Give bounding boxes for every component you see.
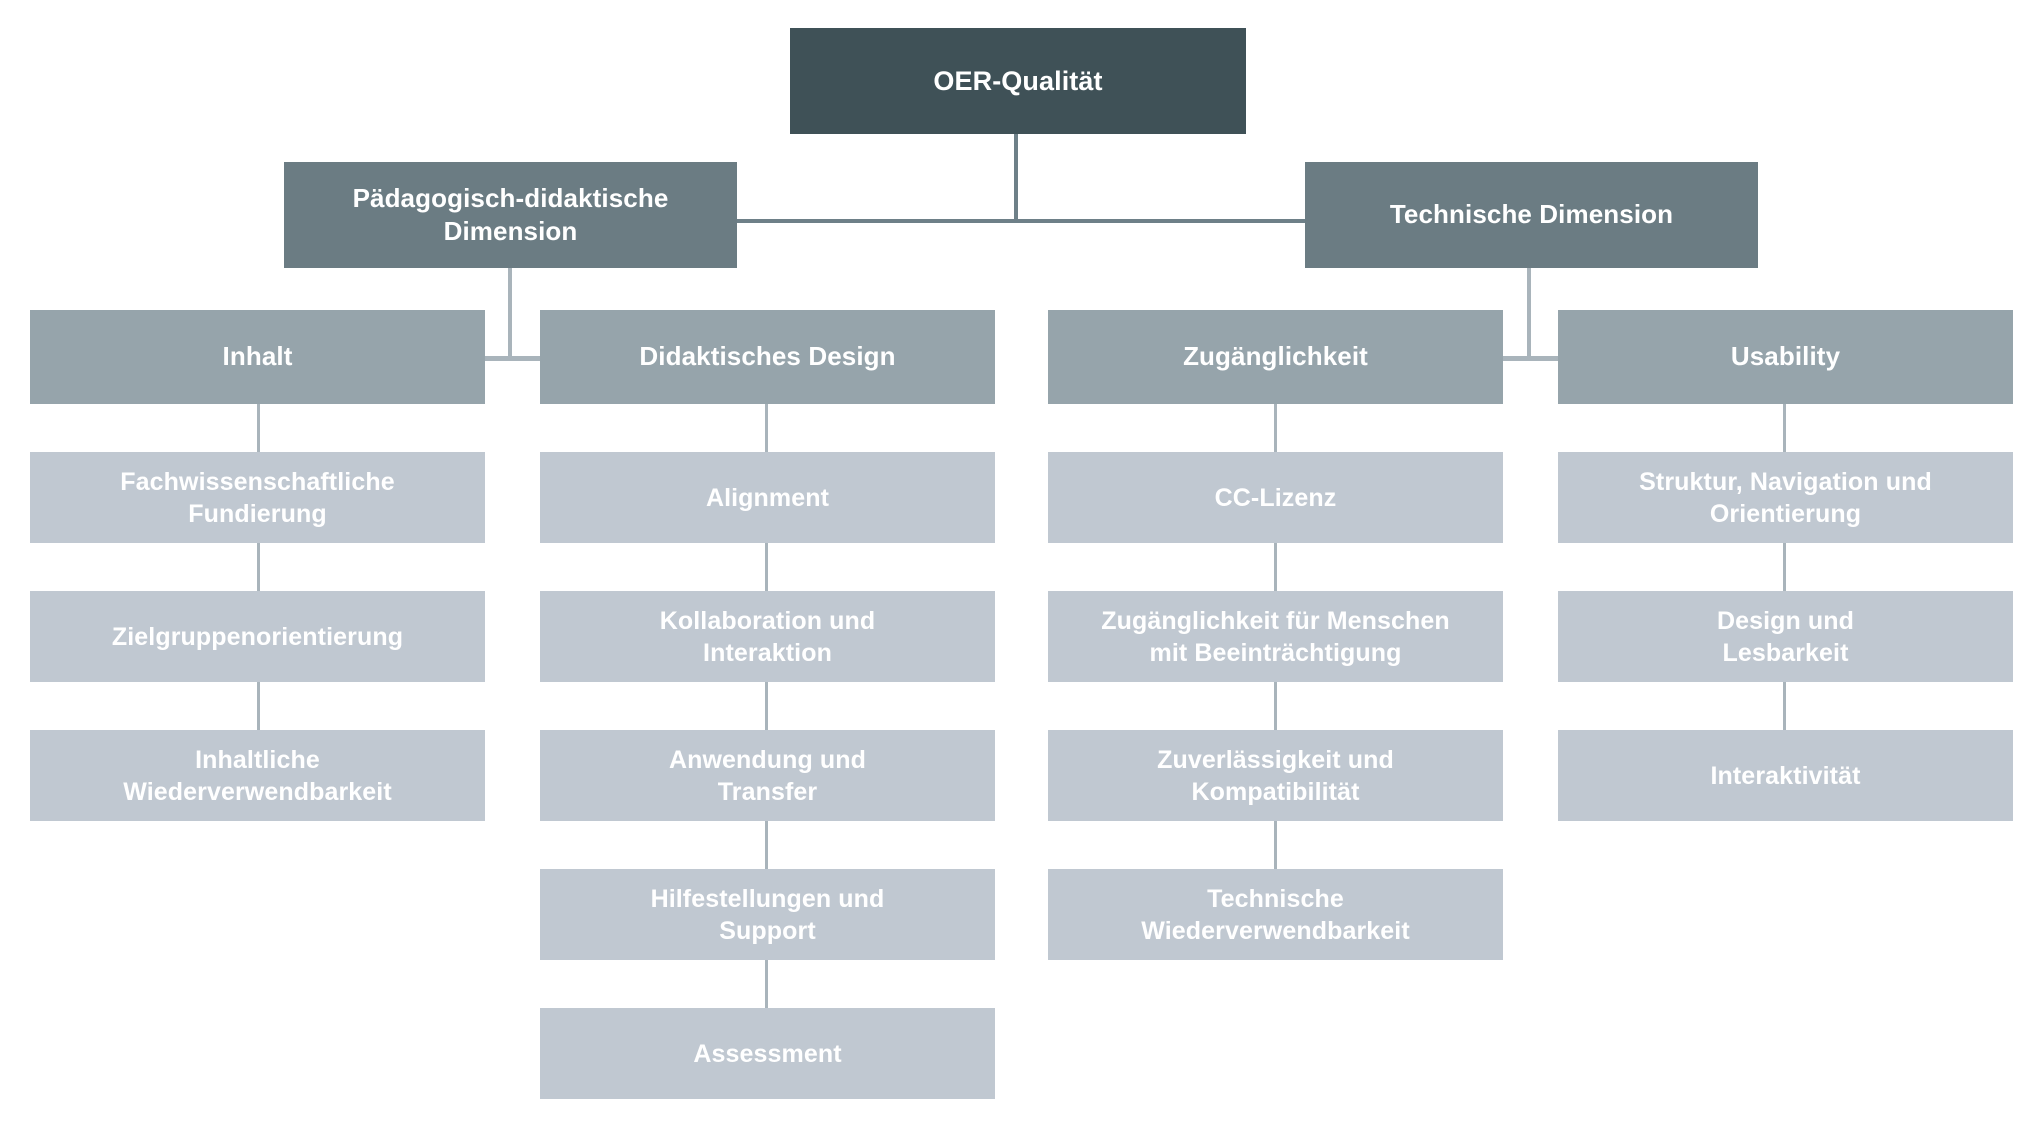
node-criterion-cc-lizenz[interactable]: CC-Lizenz [1048,452,1503,543]
node-criterion-design-und-lesbarkeit[interactable]: Design und Lesbarkeit [1558,591,2013,682]
connector-inhalt-2 [257,543,260,591]
connector-didaktik-2 [765,543,768,591]
node-criterion-zielgruppenorientierung-label: Zielgruppenorientierung [111,622,404,651]
node-category-inhalt-label: Inhalt [222,341,293,372]
node-criterion-struktur-navigation-orientierung-label: Struktur, Navigation und Orientierung [1639,467,1932,528]
node-technische-dimension-label: Technische Dimension [1389,199,1674,230]
connector-usability-3 [1783,682,1786,730]
node-criterion-inhaltliche-wiederverwendbarkeit[interactable]: Inhaltliche Wiederverwendbarkeit [30,730,485,821]
node-criterion-inhaltliche-wiederverwendbarkeit-label: Inhaltliche Wiederverwendbarkeit [123,745,392,806]
node-criterion-technische-wiederverwendbarkeit[interactable]: Technische Wiederverwendbarkeit [1048,869,1503,960]
node-category-zugaenglichkeit-label: Zugänglichkeit [1183,341,1368,372]
node-category-didaktisches-design-label: Didaktisches Design [639,341,896,372]
node-oer-qualitaet[interactable]: OER-Qualität [790,28,1246,134]
node-criterion-zugaenglichkeit-beeintraechtigung-label: Zugänglichkeit für Menschen mit Beeinträ… [1101,606,1450,667]
node-paedagogisch-didaktische-dimension[interactable]: Pädagogisch-didaktische Dimension [284,162,737,268]
connector-zugang-4 [1274,821,1277,869]
connector-inhalt-3 [257,682,260,730]
node-criterion-technische-wiederverwendbarkeit-label: Technische Wiederverwendbarkeit [1141,884,1410,945]
node-criterion-anwendung-und-transfer[interactable]: Anwendung und Transfer [540,730,995,821]
node-criterion-fachwissenschaftliche-fundierung-label: Fachwissenschaftliche Fundierung [120,467,395,528]
node-criterion-anwendung-und-transfer-label: Anwendung und Transfer [668,745,867,806]
connector-zugang-1 [1274,404,1277,452]
connector-usability-2 [1783,543,1786,591]
connector-zugang-2 [1274,543,1277,591]
connector-zugang-3 [1274,682,1277,730]
node-category-didaktisches-design[interactable]: Didaktisches Design [540,310,995,404]
node-oer-qualitaet-label: OER-Qualität [933,65,1103,96]
node-category-zugaenglichkeit[interactable]: Zugänglichkeit [1048,310,1503,404]
node-criterion-hilfestellungen-und-support[interactable]: Hilfestellungen und Support [540,869,995,960]
node-criterion-alignment-label: Alignment [705,483,830,512]
connector-root-stem [1014,134,1018,222]
connector-usability-1 [1783,404,1786,452]
node-paedagogisch-didaktische-dimension-label: Pädagogisch-didaktische Dimension [352,182,669,246]
connector-pedagogy-category-spine [484,356,544,361]
node-criterion-fachwissenschaftliche-fundierung[interactable]: Fachwissenschaftliche Fundierung [30,452,485,543]
connector-technical-category-spine [1503,356,1563,361]
node-criterion-struktur-navigation-orientierung[interactable]: Struktur, Navigation und Orientierung [1558,452,2013,543]
connector-didaktik-1 [765,404,768,452]
node-criterion-zuverlaessigkeit-und-kompatibilitaet-label: Zuverlässigkeit und Kompatibilität [1157,745,1394,806]
node-criterion-hilfestellungen-und-support-label: Hilfestellungen und Support [650,884,885,945]
node-criterion-design-und-lesbarkeit-label: Design und Lesbarkeit [1716,606,1855,667]
node-technische-dimension[interactable]: Technische Dimension [1305,162,1758,268]
node-criterion-alignment[interactable]: Alignment [540,452,995,543]
node-category-usability[interactable]: Usability [1558,310,2013,404]
connector-didaktik-5 [765,960,768,1008]
node-category-inhalt[interactable]: Inhalt [30,310,485,404]
connector-dimension-spine [737,219,1307,223]
node-category-usability-label: Usability [1730,341,1841,372]
node-criterion-cc-lizenz-label: CC-Lizenz [1214,483,1337,512]
node-criterion-interaktivitaet[interactable]: Interaktivität [1558,730,2013,821]
node-criterion-assessment[interactable]: Assessment [540,1008,995,1099]
node-criterion-zielgruppenorientierung[interactable]: Zielgruppenorientierung [30,591,485,682]
connector-technical-stem [1527,268,1531,360]
connector-didaktik-3 [765,682,768,730]
node-criterion-interaktivitaet-label: Interaktivität [1710,761,1861,790]
node-criterion-kollaboration-und-interaktion[interactable]: Kollaboration und Interaktion [540,591,995,682]
node-criterion-kollaboration-und-interaktion-label: Kollaboration und Interaktion [659,606,876,667]
node-criterion-zuverlaessigkeit-und-kompatibilitaet[interactable]: Zuverlässigkeit und Kompatibilität [1048,730,1503,821]
connector-inhalt-1 [257,404,260,452]
node-criterion-assessment-label: Assessment [693,1039,842,1068]
connector-pedagogy-stem [508,268,512,360]
node-criterion-zugaenglichkeit-beeintraechtigung[interactable]: Zugänglichkeit für Menschen mit Beeinträ… [1048,591,1503,682]
connector-didaktik-4 [765,821,768,869]
